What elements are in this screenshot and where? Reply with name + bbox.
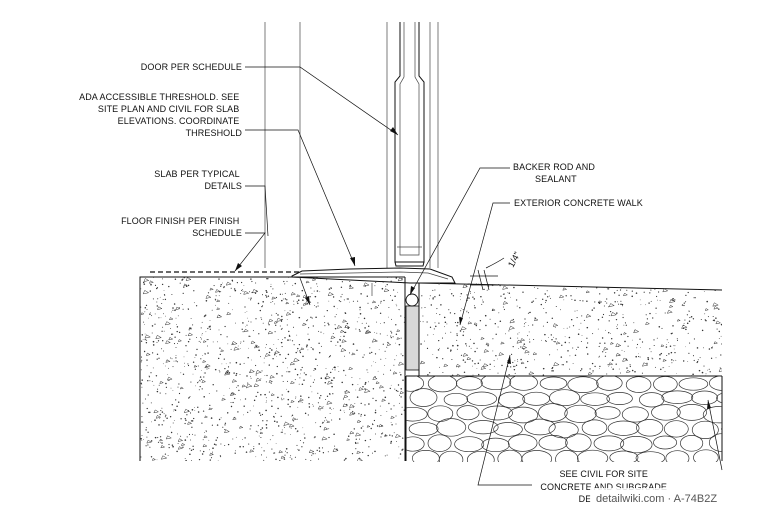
label-slab: SLAB PER TYPICAL DETAILS <box>154 169 242 191</box>
label-backer-rod: BACKER ROD AND SEALANT <box>513 162 598 184</box>
door-leaf <box>394 22 425 267</box>
label-civil: SEE CIVIL FOR SITE CONCRETE AND SUBGRADE… <box>540 469 669 504</box>
label-exterior-walk: EXTERIOR CONCRETE WALK <box>514 198 643 208</box>
watermark: detailwiki.com · A-74B2Z <box>596 493 717 505</box>
label-door: DOOR PER SCHEDULE <box>141 62 242 72</box>
expansion-joint <box>405 283 420 371</box>
wall-lines <box>264 22 439 268</box>
ada-threshold <box>291 267 456 284</box>
leader-lines <box>234 66 723 486</box>
exterior-concrete-walk <box>406 282 723 377</box>
dimension-label: 1/4" <box>506 250 522 269</box>
label-threshold: ADA ACCESSIBLE THRESHOLD. SEE SITE PLAN … <box>79 92 242 138</box>
gravel-subgrade <box>405 376 723 462</box>
interior-slab <box>139 276 406 461</box>
label-floor-finish: FLOOR FINISH PER FINISH SCHEDULE <box>121 216 242 238</box>
